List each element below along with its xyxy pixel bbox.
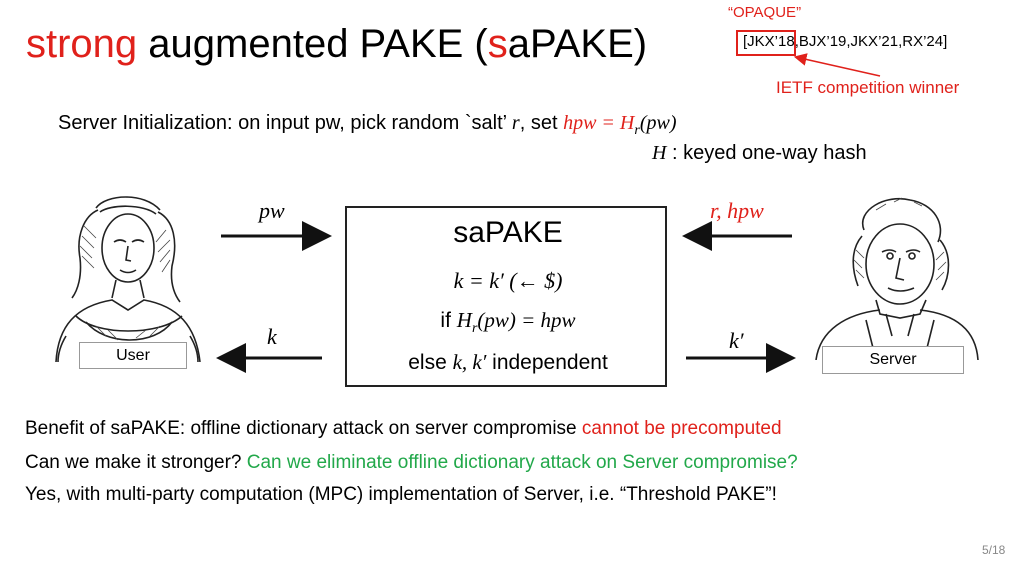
user-input-label: pw [259, 198, 285, 223]
threshold-pake-line: Yes, with multi-party computation (MPC) … [25, 484, 777, 505]
hpw-formula: hpw = H [563, 112, 635, 134]
server-input-label: r, hpw [710, 198, 764, 223]
else-keyword: else [408, 351, 453, 374]
stronger-highlight: Can we eliminate offline dictionary atta… [246, 452, 798, 473]
title-s: s [487, 22, 508, 66]
user-portrait-illustration [55, 196, 201, 362]
citation-highlight-box [736, 30, 796, 56]
else-keys: k, k′ [452, 350, 487, 374]
ietf-note: IETF competition winner [776, 78, 960, 97]
benefit-highlight: cannot be precomputed [581, 418, 782, 439]
hash-definition: H : keyed one-way hash [652, 142, 867, 165]
title-mid: augmented PAKE ( [137, 22, 488, 66]
else-line: else k, k′ independent [347, 350, 669, 375]
condition-rest: (pw) = hpw [477, 308, 576, 332]
key-equality-line: k = k′ (← $) [453, 268, 563, 293]
sapake-box-title: saPAKE [453, 216, 563, 249]
condition-subscript: r [471, 321, 478, 337]
benefit-line: Benefit of saPAKE: offline dictionary at… [25, 418, 782, 440]
else-rest: independent [486, 351, 608, 374]
condition-hash: H [456, 308, 472, 332]
server-init-line: Server Initialization: on input pw, pick… [58, 112, 676, 139]
stronger-text: Can we make it stronger? [25, 452, 247, 473]
opaque-label: “OPAQUE” [728, 4, 802, 21]
benefit-text: Benefit of saPAKE: offline dictionary at… [25, 418, 582, 439]
user-output-label: k [267, 324, 277, 349]
slide-title: strong augmented PAKE (saPAKE) [26, 16, 647, 72]
ietf-pointer-arrow [793, 53, 881, 77]
server-init-text: Server Initialization: on input pw, pick… [58, 112, 512, 134]
server-label-box: Server [822, 346, 964, 374]
page-number: 5/18 [982, 543, 1006, 557]
salt-symbol: r [511, 112, 520, 134]
hpw-argument: (pw) [639, 112, 677, 134]
server-output-label: k′ [729, 328, 744, 353]
stronger-question-line: Can we make it stronger? Can we eliminat… [25, 452, 798, 474]
server-portrait-illustration [815, 197, 979, 360]
title-strong: strong [26, 22, 138, 66]
title-suffix: aPAKE) [507, 22, 648, 66]
hash-description: : keyed one-way hash [666, 142, 867, 164]
if-keyword: if [440, 309, 457, 332]
hpw-subscript: r [634, 123, 640, 138]
sapake-functionality-box: saPAKE k = k′ (← $) if Hr(pw) = hpw else… [345, 206, 667, 387]
condition-line: if Hr(pw) = hpw [347, 308, 669, 337]
hash-symbol: H [652, 142, 667, 164]
user-label-box: User [79, 342, 187, 369]
set-text: , set [519, 112, 564, 134]
